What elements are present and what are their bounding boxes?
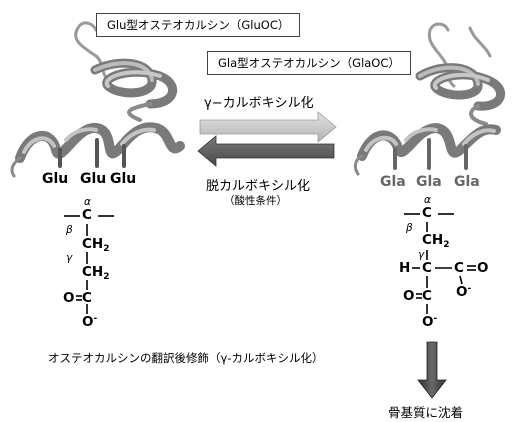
beta-ch2: CH2 [82, 236, 110, 254]
glu-residue-label: Glu [42, 171, 69, 187]
alpha-carbon: C [82, 207, 92, 223]
gamma-label: γ [66, 252, 73, 264]
gamma-hydrogen: H [399, 260, 411, 276]
alpha-carbon: C [422, 205, 432, 221]
alpha-label: α [84, 196, 91, 208]
carbonyl-oxygen: O [63, 290, 75, 306]
gla-structure-bonds [404, 213, 476, 314]
gla-residue-label: Gla [454, 174, 480, 190]
gamma-label: γ [418, 249, 425, 261]
reverse-condition-label: （酸性条件） [224, 195, 287, 207]
gamma-ch2: CH2 [82, 264, 110, 282]
carboxylate-oxygen: O- [422, 314, 438, 330]
gla-residue-label: Gla [416, 174, 442, 190]
glu-structure-bonds [64, 215, 114, 314]
gla-osteocalcin-label: Gla型オステオカルシン（GlaOC） [207, 51, 411, 75]
gla-residue-label: Gla [380, 174, 406, 190]
gamma-carbon: C [422, 260, 432, 276]
glu-osteocalcin-structure [10, 21, 185, 178]
beta-label: β [406, 222, 413, 234]
reverse-reaction-label: 脱カルボキシル化 [206, 179, 311, 194]
gla-osteocalcin-structure [353, 22, 506, 176]
carbonyl-oxygen: O [403, 288, 415, 304]
glu-osteocalcin-label: Glu型オステオカルシン（GluOC） [96, 13, 301, 37]
side-carbonyl-oxygen: O [477, 260, 489, 276]
carboxyl-carbon: C [422, 288, 432, 304]
alpha-label: α [424, 194, 431, 206]
side-carboxylate-oxygen: O- [456, 284, 472, 300]
beta-ch2: CH2 [422, 232, 450, 250]
carboxyl-carbon: C [82, 290, 92, 306]
diagram-caption: オステオカルシンの翻訳後修飾（γ-カルボキシル化） [48, 351, 324, 365]
glu-residue-label: Glu [110, 171, 137, 187]
reverse-arrow [197, 135, 335, 167]
bone-matrix-deposition-label: 骨基質に沈着 [388, 405, 464, 420]
carboxylate-oxygen: O- [82, 314, 98, 330]
beta-label: β [66, 224, 73, 236]
side-carboxyl-carbon: C [454, 260, 464, 276]
down-arrow [417, 341, 447, 399]
glu-residue-label: Glu [80, 171, 107, 187]
forward-reaction-label: γ−カルボキシル化 [204, 96, 314, 111]
forward-arrow [199, 111, 337, 143]
